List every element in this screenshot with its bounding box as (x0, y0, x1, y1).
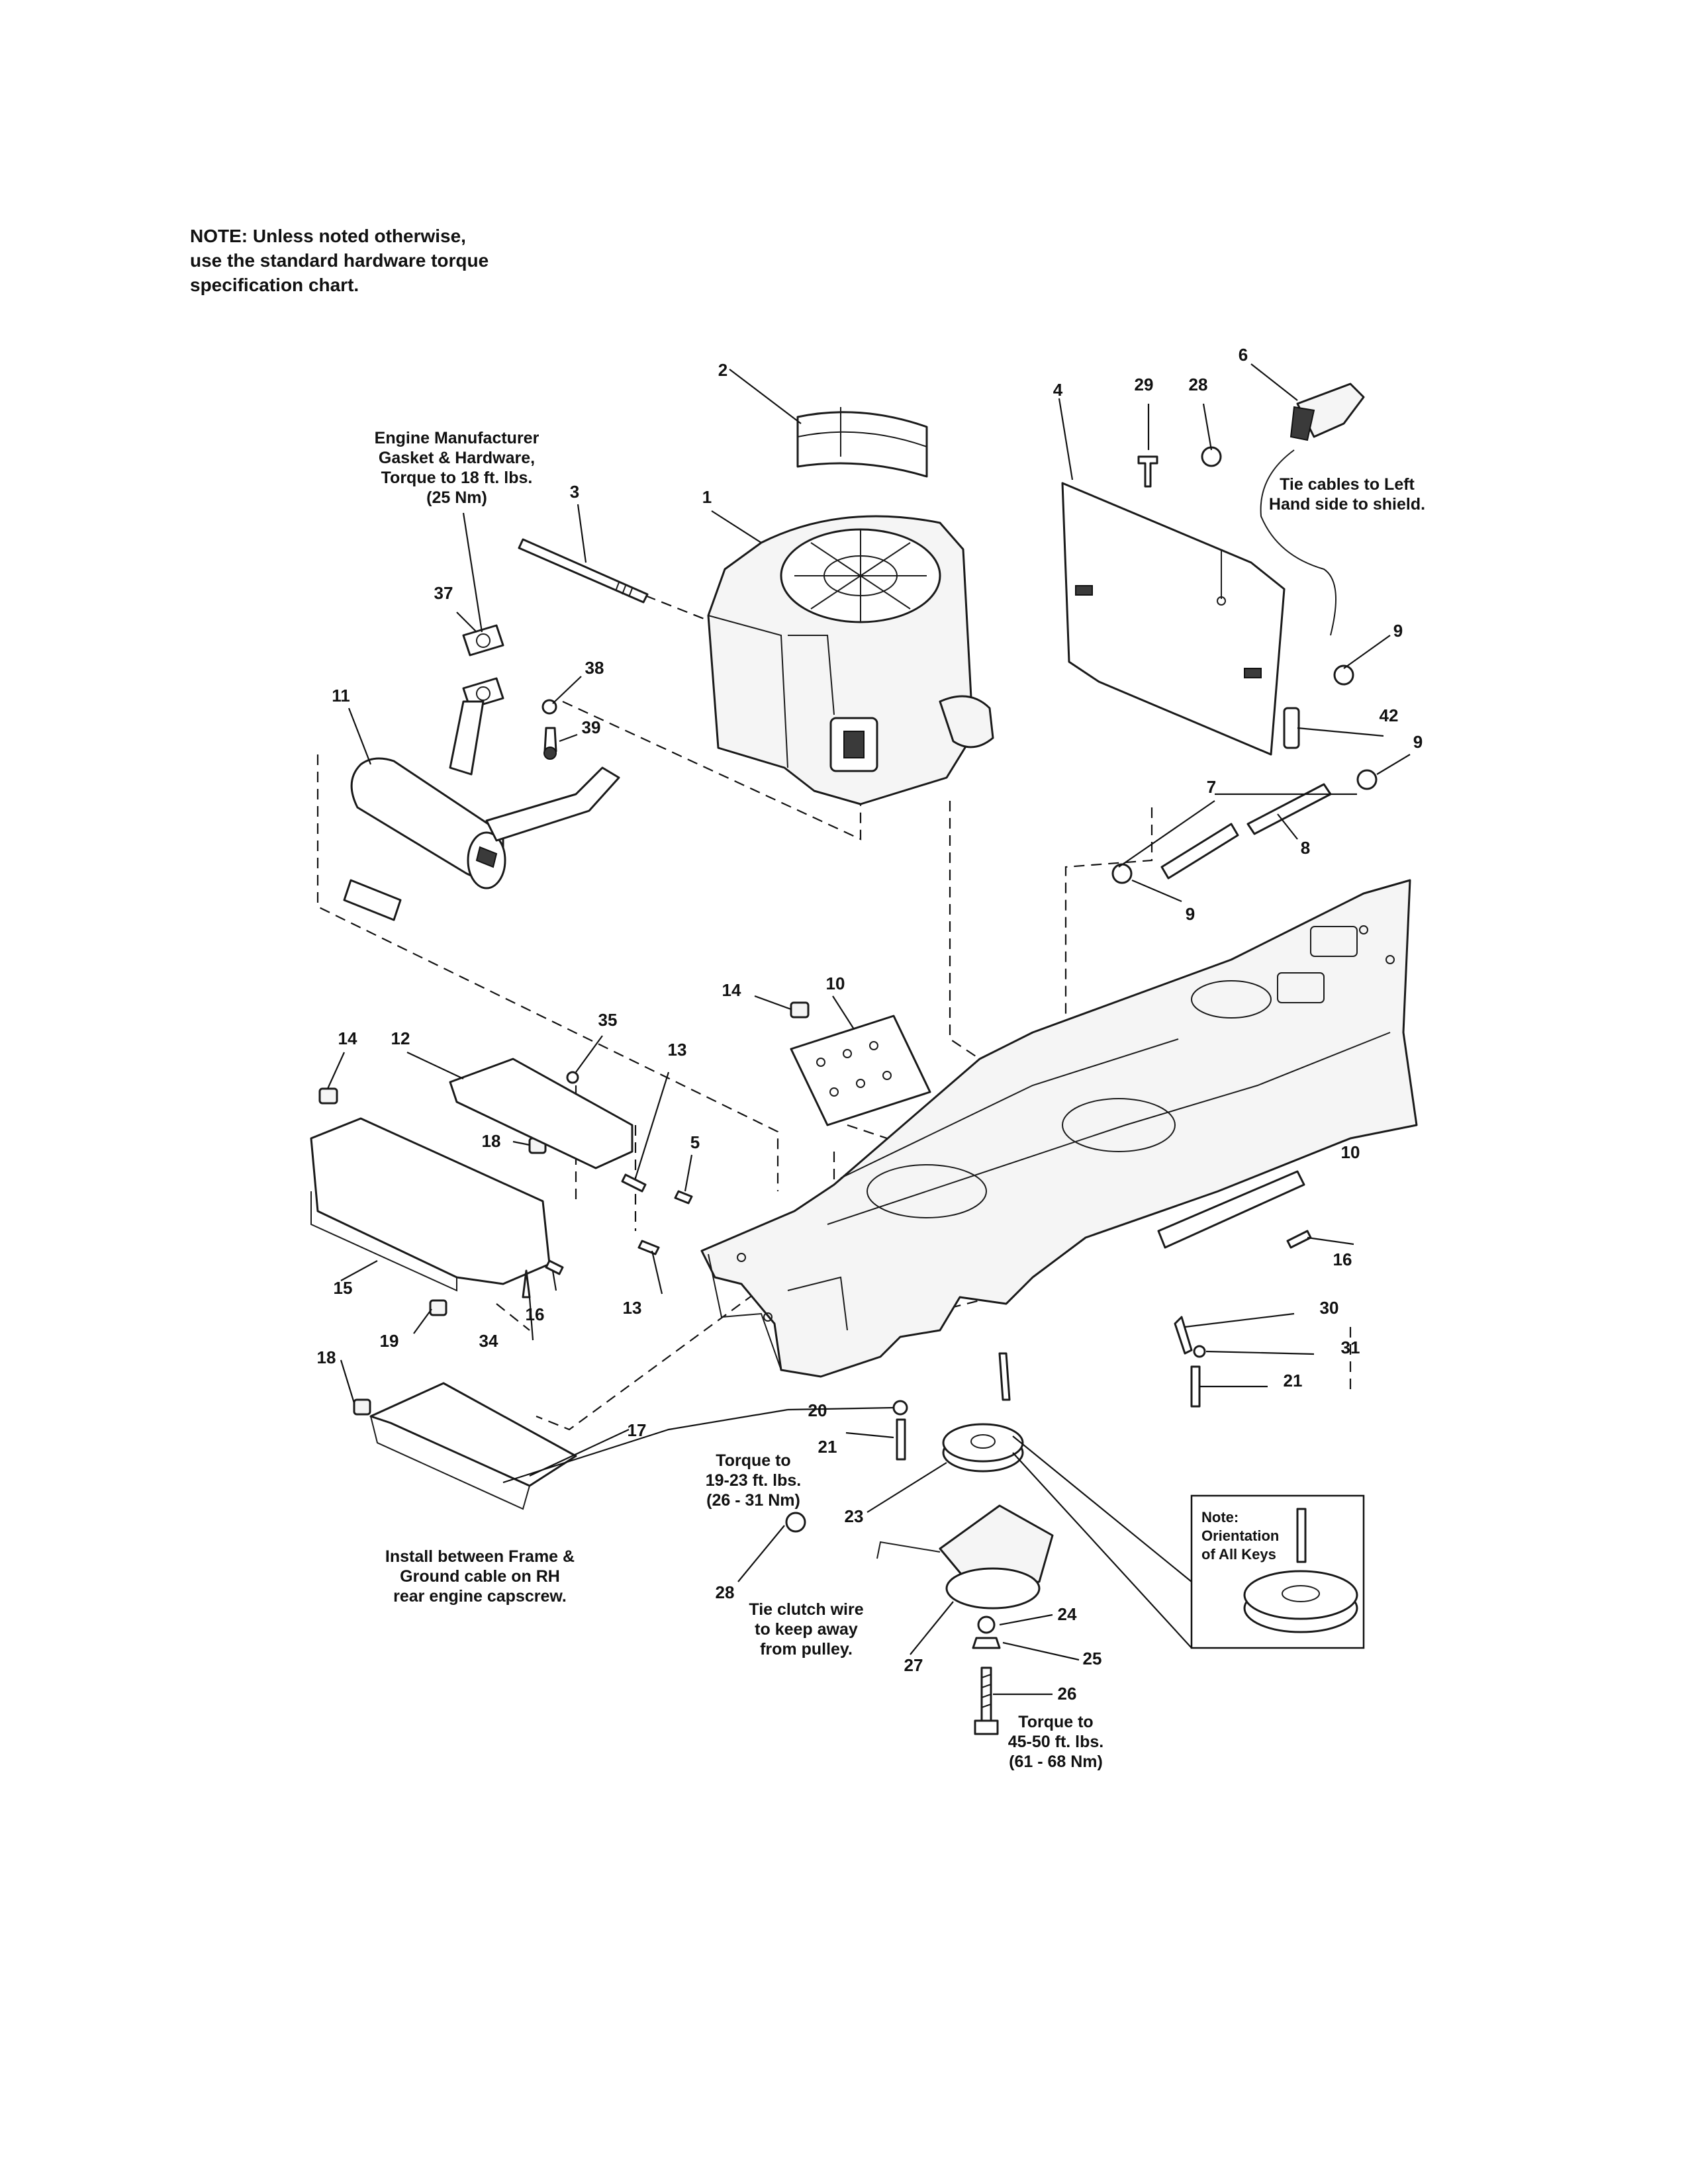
ann-keys-note-2: Orientation (1201, 1527, 1279, 1544)
callout-labels: 2 1 3 4 29 28 6 9 42 9 7 8 9 37 38 39 11… (317, 345, 1423, 1704)
callout-9-upper: 9 (1393, 621, 1403, 641)
weld-plate-right (1157, 1170, 1305, 1249)
callout-25: 25 (1083, 1649, 1102, 1668)
callout-17: 17 (628, 1420, 647, 1440)
callout-35: 35 (598, 1010, 618, 1030)
callout-8: 8 (1301, 838, 1310, 858)
callout-3: 3 (570, 482, 579, 502)
callout-1: 1 (702, 487, 712, 507)
callout-13-lower: 13 (623, 1298, 642, 1318)
callout-7: 7 (1207, 777, 1216, 797)
ann-torque-19-23-1: Torque to (716, 1451, 790, 1470)
callout-14-top: 14 (722, 980, 741, 1000)
callout-31: 31 (1341, 1338, 1360, 1357)
note-line-2: use the standard hardware torque (190, 250, 489, 271)
callout-27: 27 (904, 1655, 923, 1675)
callout-19: 19 (380, 1331, 399, 1351)
ann-install-between-2: Ground cable on RH (400, 1567, 560, 1586)
callout-21-right: 21 (1284, 1371, 1303, 1390)
callout-16-right: 16 (1333, 1250, 1352, 1269)
general-note: NOTE: Unless noted otherwise, use the st… (190, 224, 561, 297)
muffler (343, 700, 620, 921)
callout-16-left: 16 (526, 1304, 545, 1324)
keys-note-box (1190, 1494, 1365, 1649)
annotation-install-between: Install between Frame & Ground cable on … (385, 1547, 575, 1606)
leader-lines (326, 363, 1411, 1696)
callout-15: 15 (334, 1278, 353, 1298)
ann-engine-gasket-2: Gasket & Hardware, (379, 449, 535, 467)
annotation-tie-clutch: Tie clutch wire to keep away from pulley… (749, 1600, 863, 1659)
callout-42: 42 (1380, 705, 1399, 725)
shield-hardware (1137, 383, 1365, 636)
callout-4: 4 (1053, 380, 1063, 400)
heat-shield (1061, 482, 1286, 756)
callout-26: 26 (1058, 1684, 1077, 1704)
callout-9-lower: 9 (1186, 904, 1195, 924)
annotation-tie-cables: Tie cables to Left Hand side to shield. (1269, 475, 1425, 514)
annotation-engine-gasket: Engine Manufacturer Gasket & Hardware, T… (375, 429, 539, 507)
annotation-keys-note: Note: Orientation of All Keys (1201, 1509, 1279, 1563)
ann-tie-clutch-2: to keep away (755, 1620, 858, 1639)
tractor-frame (700, 879, 1418, 1378)
callout-18-lower: 18 (317, 1347, 336, 1367)
callout-6: 6 (1239, 345, 1248, 365)
lower-shield (310, 1117, 551, 1292)
callout-2: 2 (718, 360, 727, 380)
ann-torque-45-50-3: (61 - 68 Nm) (1009, 1752, 1103, 1771)
callout-24: 24 (1058, 1604, 1077, 1624)
ann-keys-note-1: Note: (1201, 1509, 1239, 1525)
callout-29: 29 (1135, 375, 1154, 394)
callout-9-right: 9 (1413, 732, 1423, 752)
callout-23: 23 (845, 1506, 864, 1526)
callout-12: 12 (391, 1028, 410, 1048)
callout-28-top: 28 (1189, 375, 1208, 394)
ann-keys-note-3: of All Keys (1201, 1546, 1276, 1563)
ann-torque-45-50-2: 45-50 ft. lbs. (1008, 1733, 1104, 1751)
note-line-3: specification chart. (190, 275, 359, 295)
stud (518, 538, 649, 604)
callout-21-left: 21 (818, 1437, 837, 1457)
callout-5: 5 (690, 1132, 700, 1152)
weld-plate-top (790, 1015, 931, 1126)
ann-engine-gasket-3: Torque to 18 ft. lbs. (381, 469, 533, 487)
callout-10-top: 10 (826, 974, 845, 993)
ground-bracket (369, 1382, 577, 1510)
annotation-torque-45-50: Torque to 45-50 ft. lbs. (61 - 68 Nm) (1008, 1713, 1104, 1771)
callout-38: 38 (585, 658, 604, 678)
callout-34: 34 (479, 1331, 498, 1351)
ann-engine-gasket-1: Engine Manufacturer (375, 429, 539, 447)
ann-torque-45-50-1: Torque to (1018, 1713, 1093, 1731)
clips (318, 1001, 810, 1416)
ann-tie-cables-2: Hand side to shield. (1269, 495, 1425, 514)
upper-shield (449, 1058, 633, 1169)
engine-assembly (707, 515, 994, 805)
callout-30: 30 (1320, 1298, 1339, 1318)
callout-28-lower: 28 (716, 1582, 735, 1602)
ann-engine-gasket-4: (25 Nm) (426, 488, 487, 507)
callout-14-left: 14 (338, 1028, 357, 1048)
callout-20: 20 (808, 1400, 827, 1420)
air-cleaner-band (796, 407, 928, 478)
ann-tie-clutch-1: Tie clutch wire (749, 1600, 863, 1619)
callout-11: 11 (332, 686, 350, 705)
callout-10-right: 10 (1341, 1142, 1360, 1162)
annotation-torque-19-23: Torque to 19-23 ft. lbs. (26 - 31 Nm) (706, 1451, 802, 1510)
callout-37: 37 (434, 583, 453, 603)
ann-install-between-3: rear engine capscrew. (393, 1587, 567, 1606)
note-line-1: NOTE: Unless noted otherwise, (190, 226, 466, 246)
ann-torque-19-23-2: 19-23 ft. lbs. (706, 1471, 802, 1490)
ann-install-between-1: Install between Frame & (385, 1547, 575, 1566)
callout-18-upper: 18 (482, 1131, 501, 1151)
pulley-clutch-stack (785, 1352, 1054, 1735)
fasteners (522, 1071, 1312, 1461)
callout-13-top: 13 (668, 1040, 687, 1060)
callout-39: 39 (582, 717, 601, 737)
ann-tie-clutch-3: from pulley. (760, 1640, 853, 1659)
ann-tie-cables-1: Tie cables to Left (1280, 475, 1415, 494)
exhaust-gaskets (462, 624, 557, 760)
ann-torque-19-23-3: (26 - 31 Nm) (706, 1491, 800, 1510)
